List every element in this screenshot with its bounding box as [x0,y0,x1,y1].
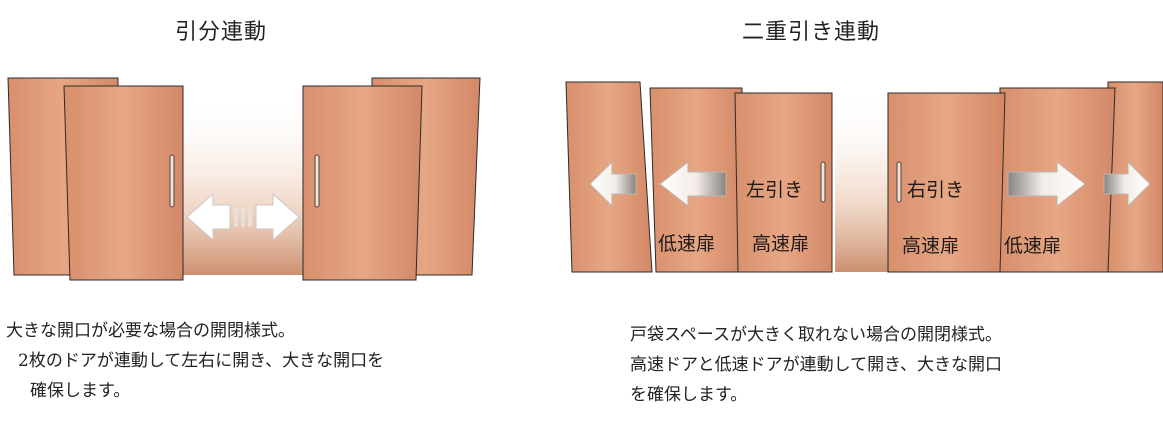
left-diagram [7,77,481,281]
high-speed-door-left [734,92,833,273]
door-handle-left [169,154,175,208]
door-label-right-high-bottom: 高速扉 [902,235,959,257]
door-label-right-low: 低速扉 [1004,235,1061,257]
door-label-right-high-top: 右引き [907,179,964,201]
door-handle-right [896,161,902,203]
right-description: 戸袋スペースが大きく取れない場合の開閉様式。 高速ドアと低速ドアが連動して開き、… [630,320,1002,410]
opening-glow [175,95,310,275]
arrow-left-icon [589,160,637,208]
left-description-line: 確保します。 [30,381,131,401]
arrow-left-icon [659,160,727,208]
right-diagram: 左引き 高速扉 低速扉 右引き 高速扉 低速扉 [565,81,1163,273]
arrow-right-icon [1103,160,1151,208]
door-label-left-low: 低速扉 [658,233,715,255]
right-description-line: を確保します。 [630,385,748,405]
arrow-right-icon [1007,160,1086,208]
sliding-door-right [302,85,423,281]
right-description-line: 高速ドアと低速ドアが連動して開き、大きな開口 [630,355,1002,375]
door-label-left-high-top: 左引き [746,179,803,201]
door-label-left-high-bottom: 高速扉 [752,233,809,255]
right-description-line: 戸袋スペースが大きく取れない場合の開閉様式。 [630,325,1002,345]
left-description: 大きな開口が必要な場合の開閉様式。 2枚のドアが連動して左右に開き、大きな開口を… [6,316,384,406]
right-panel-title: 二重引き連動 [742,20,881,45]
left-description-line: 大きな開口が必要な場合の開閉様式。 [6,321,295,341]
double-arrow-icon [186,192,300,242]
left-panel-title: 引分連動 [175,20,268,45]
opening-glow [835,92,895,272]
high-speed-door-right [887,92,1006,273]
left-description-line: 2枚のドアが連動して左右に開き、大きな開口を [18,351,385,371]
sliding-door-left [63,85,184,281]
door-handle-right [314,154,320,208]
door-handle-left [820,161,826,203]
